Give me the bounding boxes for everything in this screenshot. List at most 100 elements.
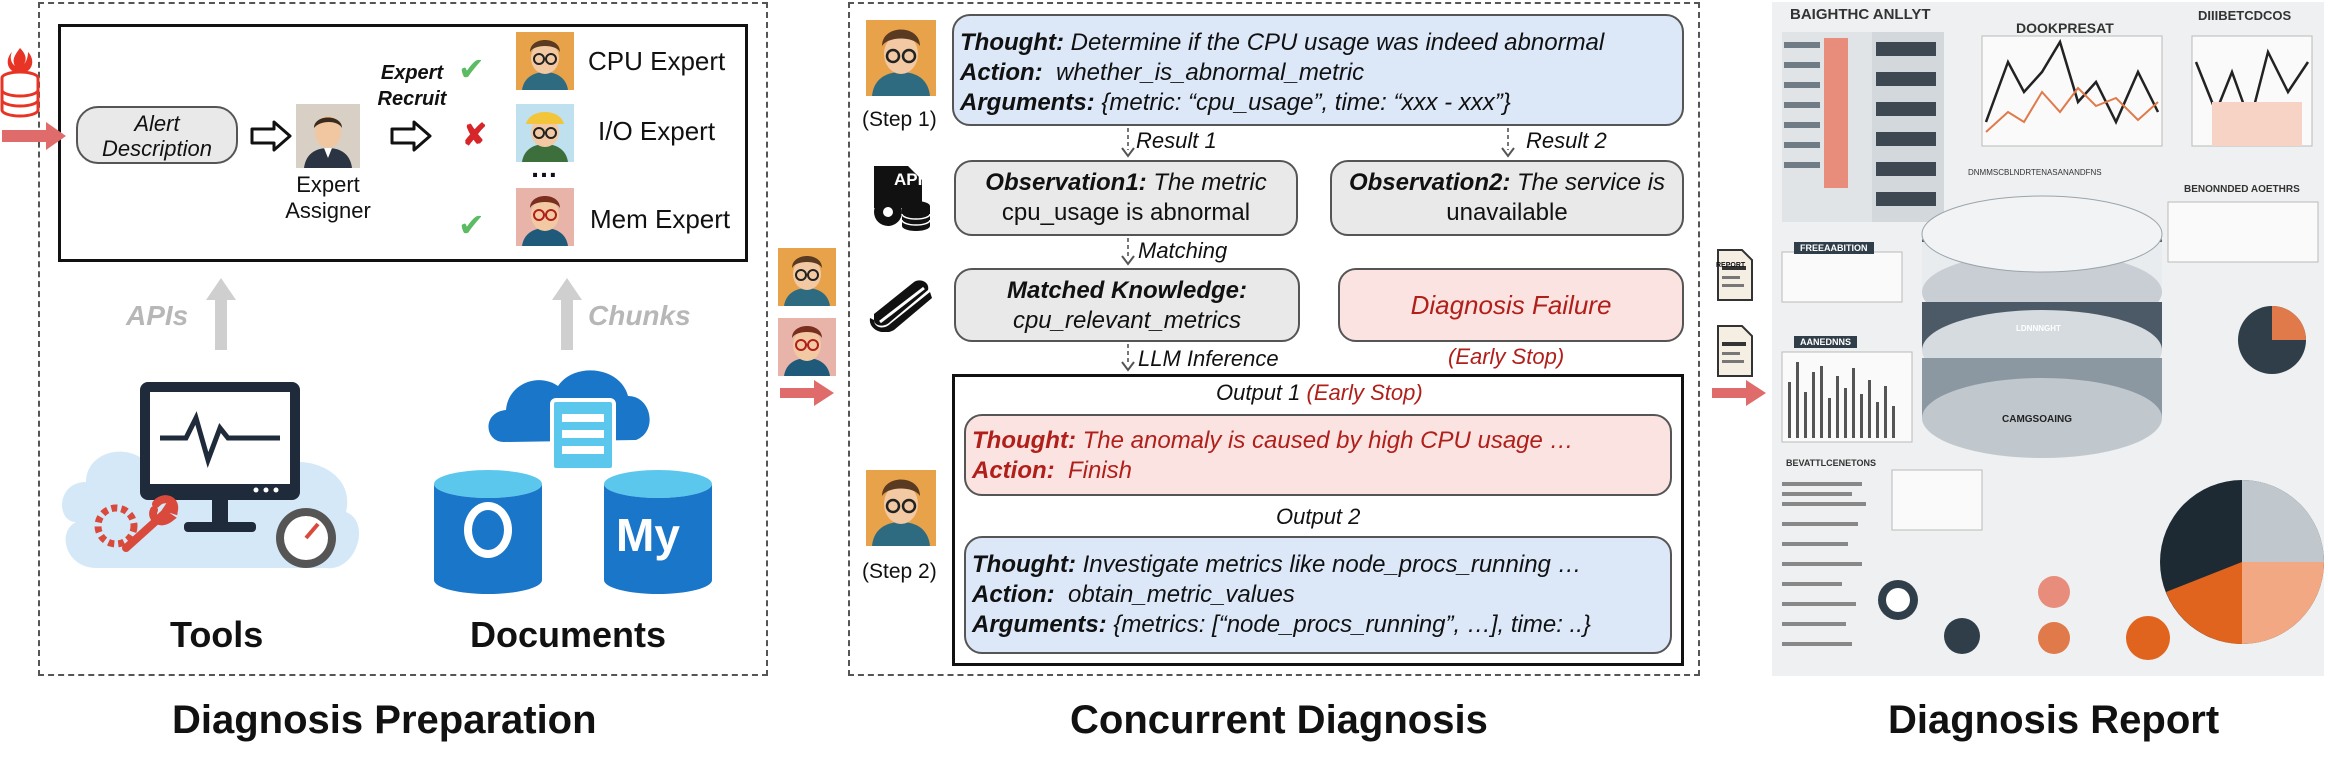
- alert-description-box: Alert Description: [76, 106, 238, 164]
- tools-monitor-icon: [62, 382, 360, 569]
- knowledge-text: cpu_relevant_metrics: [1012, 307, 1242, 334]
- o1-action-label: Action:: [972, 457, 1055, 484]
- matching-label: Matching: [1138, 238, 1228, 263]
- database-fire-icon: [0, 48, 40, 118]
- report-infographic: BAIGHTHC ANLLYT DOOKPRESAT DIIIBETCDCOS …: [1772, 2, 2324, 676]
- o2-action-label: Action:: [972, 581, 1055, 608]
- expert-assign-box: [58, 24, 748, 262]
- report-doc-icon-2: [1717, 325, 1753, 377]
- chunks-label: Chunks: [588, 300, 691, 331]
- report-doc-title: BEVATTLCENETONS: [1786, 458, 1877, 468]
- llm-inference-label: LLM Inference: [1138, 346, 1279, 371]
- io-expert-label: I/O Expert: [598, 116, 716, 146]
- result1-label: Result 1: [1136, 128, 1217, 153]
- assigner-avatar-icon: [296, 104, 360, 168]
- book-icon: [869, 280, 932, 332]
- documents-database-icon: [434, 370, 712, 594]
- step1-thought-text: Determine if the CPU usage was indeed ab…: [1070, 29, 1605, 56]
- input-arrow: [2, 122, 66, 150]
- obs1-text-b: cpu_usage is abnormal: [1001, 199, 1251, 226]
- io-expert-avatar-icon: [516, 104, 574, 162]
- report-heading-mid: DOOKPRESAT: [2016, 20, 2114, 36]
- report-heading-left: BAIGHTHC ANLLYT: [1790, 6, 1931, 23]
- step1-action-text: whether_is_abnormal_metric: [1056, 59, 1365, 86]
- report-prep-label: FREEAABITION: [1794, 242, 1874, 254]
- mem-expert-label: Mem Expert: [590, 204, 731, 234]
- step1-action-label: Action:: [960, 59, 1043, 86]
- cpu-check-mark: ✔: [458, 51, 485, 87]
- matching-arrow: [1121, 238, 1135, 266]
- result2-label: Result 2: [1526, 128, 1607, 153]
- report-bar-title: AANEDNNS: [1794, 336, 1858, 348]
- arrow-to-assigner: [250, 120, 292, 152]
- arrow-to-report: [1712, 380, 1766, 406]
- concurrent-title: Concurrent Diagnosis: [1070, 698, 1488, 742]
- output1-box: Thought: The anomaly is caused by high C…: [964, 414, 1672, 496]
- report-infographic-art: [1781, 32, 2324, 660]
- obs1-label: Observation1:: [985, 169, 1147, 196]
- o2-thought-label: Thought:: [972, 551, 1076, 578]
- observation2-box: Observation2: The service is unavailable: [1330, 160, 1684, 236]
- report-badge-text: REPORT: [1716, 262, 1746, 269]
- result1-arrow: [1121, 128, 1135, 158]
- report-side-title: BENONNDED AOETHRS: [2184, 184, 2300, 195]
- output2-label: Output 2: [1276, 504, 1361, 529]
- step1-label: (Step 1): [862, 108, 937, 131]
- o2-thought-text: Investigate metrics like node_procs_runn…: [1082, 551, 1582, 578]
- preparation-panel: [38, 2, 768, 676]
- alert-description-text: Alert Description: [101, 111, 213, 161]
- apis-up-arrow: [206, 278, 236, 350]
- api-gear-icon: [874, 166, 931, 231]
- mem-check-mark: ✔: [458, 207, 485, 243]
- connector-avatar-1-icon: [778, 248, 836, 306]
- obs1-text-a: The metric: [1153, 169, 1267, 196]
- result2-arrow: [1501, 128, 1515, 158]
- cpu-expert-label: CPU Expert: [588, 46, 726, 76]
- diagnosis-failure-box: Diagnosis Failure: [1338, 268, 1684, 342]
- mysql-db-label: My: [616, 509, 680, 561]
- output1-early-stop: (Early Stop): [1306, 380, 1423, 405]
- o1-thought-label: Thought:: [972, 427, 1076, 454]
- output2-box: Thought: Investigate metrics like node_p…: [964, 536, 1672, 654]
- step2-avatar-icon: [866, 470, 936, 546]
- report-db-stripe-1: LDNNNGHT: [2016, 324, 2061, 333]
- step2-label: (Step 2): [862, 560, 937, 583]
- apis-label: APIs: [126, 300, 189, 331]
- expert-assigner-label: Expert Assigner: [285, 172, 371, 223]
- arrow-to-diagnosis: [780, 380, 834, 406]
- o2-action-text: obtain_metric_values: [1068, 581, 1295, 608]
- connector-avatar-2-icon: [778, 318, 836, 376]
- report-doc-icon-1: [1717, 249, 1753, 301]
- diagnosis-panel: [848, 2, 1700, 676]
- report-title: Diagnosis Report: [1888, 698, 2220, 742]
- step1-thought-label: Thought:: [960, 29, 1064, 56]
- expert-recruit-label: Expert Recruit: [377, 62, 447, 110]
- output1-label: Output 1: [1216, 380, 1301, 405]
- o1-thought-text: The anomaly is caused by high CPU usage …: [1082, 427, 1574, 454]
- step1-args-text: {metric: “cpu_usage”, time: “xxx - xxx”}: [1101, 89, 1511, 116]
- report-top-caption: DNMMSCBLNDRTENASANANDFNS: [1968, 168, 2102, 177]
- cpu-expert-avatar-icon: [516, 32, 574, 90]
- failure-text: Diagnosis Failure: [1410, 290, 1612, 320]
- output1-title: Output 1 (Early Stop): [1216, 380, 1423, 406]
- mem-expert-avatar-icon: [516, 188, 574, 246]
- o1-action-text: Finish: [1068, 457, 1133, 484]
- o2-args-label: Arguments:: [972, 611, 1107, 638]
- llm-arrow: [1121, 344, 1135, 372]
- preparation-title: Diagnosis Preparation: [172, 698, 597, 742]
- early-stop-label: (Early Stop): [1448, 344, 1565, 369]
- observation1-box: Observation1: The metric cpu_usage is ab…: [954, 160, 1298, 236]
- experts-ellipsis: …: [530, 152, 558, 183]
- tools-label: Tools: [170, 614, 264, 655]
- matched-knowledge-box: Matched Knowledge: cpu_relevant_metrics: [954, 268, 1300, 342]
- report-heading-right: DIIIBETCDCOS: [2198, 8, 2292, 23]
- step1-args-label: Arguments:: [960, 89, 1095, 116]
- obs2-text-a: The service is: [1517, 169, 1666, 196]
- io-cross-mark: ✘: [462, 119, 488, 152]
- step1-avatar-icon: [866, 20, 936, 96]
- arrow-to-experts: [390, 120, 432, 152]
- documents-label: Documents: [470, 614, 667, 655]
- outputs-frame: [952, 374, 1684, 666]
- knowledge-label: Matched Knowledge:: [1006, 277, 1247, 304]
- obs2-text-b: unavailable: [1446, 199, 1568, 226]
